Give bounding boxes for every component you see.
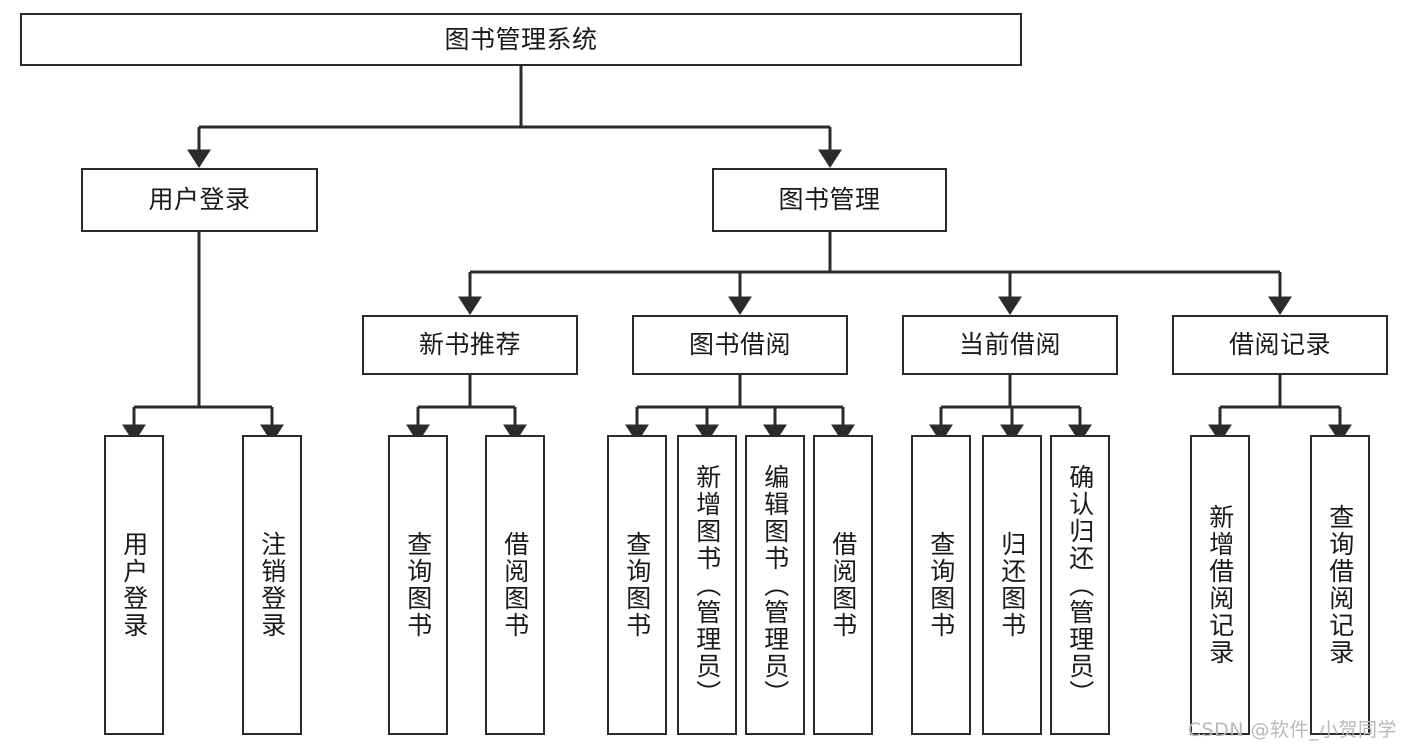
node-leaf-add-book[interactable]: 新增图书（管理员） — [677, 435, 737, 735]
node-book-manage[interactable]: 图书管理 — [712, 168, 947, 232]
node-new-book-recommend[interactable]: 新书推荐 — [362, 315, 578, 375]
node-leaf-query-book-3[interactable]: 查询图书 — [911, 435, 971, 735]
node-leaf-confirm-return[interactable]: 确认归还（管理员） — [1050, 435, 1110, 735]
node-leaf-logout[interactable]: 注销登录 — [242, 435, 302, 735]
node-leaf-add-book-label: 新增图书（管理员） — [692, 463, 722, 707]
node-current-borrow[interactable]: 当前借阅 — [902, 315, 1118, 375]
node-leaf-logout-label: 注销登录 — [257, 531, 287, 639]
node-book-borrow-label: 图书借阅 — [688, 330, 791, 360]
node-current-borrow-label: 当前借阅 — [958, 330, 1061, 360]
node-leaf-query-book-1-label: 查询图书 — [403, 531, 433, 639]
node-root[interactable]: 图书管理系统 — [20, 13, 1022, 66]
node-root-label: 图书管理系统 — [444, 24, 598, 54]
csdn-watermark: CSDN @软件_小贺同学 — [1187, 719, 1397, 741]
node-leaf-edit-book-label: 编辑图书（管理员） — [760, 463, 790, 707]
node-leaf-return-book-label: 归还图书 — [997, 531, 1027, 639]
node-leaf-add-record-label: 新增借阅记录 — [1205, 504, 1235, 666]
node-leaf-query-book-1[interactable]: 查询图书 — [388, 435, 448, 735]
node-leaf-query-book-2[interactable]: 查询图书 — [607, 435, 667, 735]
node-leaf-borrow-book-1[interactable]: 借阅图书 — [485, 435, 545, 735]
node-book-borrow[interactable]: 图书借阅 — [632, 315, 848, 375]
node-leaf-return-book[interactable]: 归还图书 — [982, 435, 1042, 735]
node-leaf-query-book-3-label: 查询图书 — [926, 531, 956, 639]
node-leaf-user-login-label: 用户登录 — [119, 531, 149, 639]
node-leaf-borrow-book-2[interactable]: 借阅图书 — [813, 435, 873, 735]
node-borrow-record[interactable]: 借阅记录 — [1172, 315, 1388, 375]
node-leaf-edit-book[interactable]: 编辑图书（管理员） — [745, 435, 805, 735]
node-user-login-label: 用户登录 — [148, 185, 251, 215]
node-book-manage-label: 图书管理 — [778, 185, 881, 215]
node-new-book-recommend-label: 新书推荐 — [418, 330, 521, 360]
node-leaf-borrow-book-1-label: 借阅图书 — [500, 531, 530, 639]
node-leaf-query-record-label: 查询借阅记录 — [1325, 504, 1355, 666]
node-leaf-user-login[interactable]: 用户登录 — [104, 435, 164, 735]
node-user-login[interactable]: 用户登录 — [81, 168, 318, 232]
node-leaf-confirm-return-label: 确认归还（管理员） — [1065, 463, 1095, 707]
node-leaf-borrow-book-2-label: 借阅图书 — [828, 531, 858, 639]
node-borrow-record-label: 借阅记录 — [1228, 330, 1331, 360]
node-leaf-add-record[interactable]: 新增借阅记录 — [1190, 435, 1250, 735]
node-leaf-query-record[interactable]: 查询借阅记录 — [1310, 435, 1370, 735]
node-leaf-query-book-2-label: 查询图书 — [622, 531, 652, 639]
